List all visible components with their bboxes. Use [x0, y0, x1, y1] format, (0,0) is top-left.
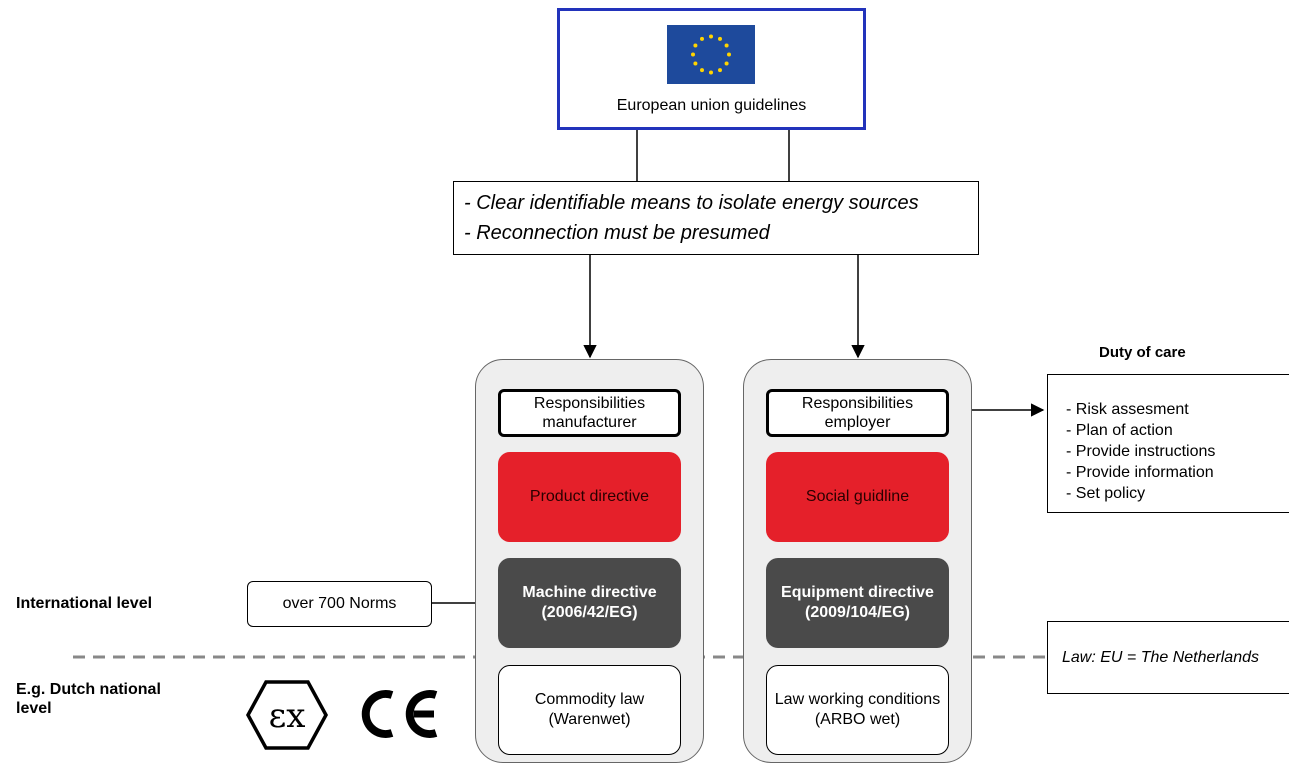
equipment-directive: Equipment directive (2009/104/EG) [766, 558, 949, 648]
law-note: Law: EU = The Netherlands [1062, 648, 1259, 666]
eu-star-icon [724, 43, 729, 48]
eu-star-icon [724, 61, 729, 66]
law-working-conditions: Law working conditions (ARBO wet) [766, 665, 949, 755]
principles-box: - Clear identifiable means to isolate en… [453, 181, 979, 255]
social-guideline: Social guidline [766, 452, 949, 542]
eu-star-icon [709, 34, 713, 39]
responsibilities-manufacturer: Responsibilities manufacturer [498, 389, 681, 437]
eu-star-icon [691, 52, 695, 57]
responsibilities-employer: Responsibilities employer [766, 389, 949, 437]
principle-isolation: - Clear identifiable means to isolate en… [464, 192, 919, 214]
international-level-label: International level [16, 595, 153, 612]
commodity-law: Commodity law (Warenwet) [498, 665, 681, 755]
national-level-label: E.g. Dutch national level [16, 681, 161, 717]
principle-reconnection: - Reconnection must be presumed [464, 222, 770, 244]
duty-item: - Plan of action [1066, 422, 1173, 439]
machine-directive: Machine directive (2006/42/EG) [498, 558, 681, 648]
eu-star-icon [693, 43, 698, 48]
duty-item: - Provide instructions [1066, 443, 1216, 460]
eu-star-icon [700, 68, 704, 73]
duty-item: - Set policy [1066, 485, 1146, 502]
duty-of-care-title: Duty of care [1099, 344, 1186, 361]
product-directive: Product directive [498, 452, 681, 542]
eu-star-icon [700, 36, 704, 41]
eu-star-icon [727, 52, 731, 57]
svg-text:εx: εx [269, 696, 306, 736]
ex-mark-icon: εx [246, 680, 328, 750]
duty-of-care-box: - Risk assesment - Plan of action - Prov… [1047, 374, 1289, 513]
norms-box: over 700 Norms [247, 581, 432, 627]
eu-star-icon [709, 70, 713, 75]
eu-star-icon [693, 61, 698, 66]
eu-flag-icon [667, 25, 755, 84]
law-note-box: Law: EU = The Netherlands [1047, 621, 1289, 694]
eu-star-icon [718, 68, 722, 73]
duty-item: - Risk assesment [1066, 401, 1189, 418]
eu-guidelines-label: European union guidelines [616, 97, 807, 114]
eu-star-icon [718, 36, 722, 41]
ce-mark-icon [361, 690, 438, 738]
duty-item: - Provide information [1066, 464, 1214, 481]
